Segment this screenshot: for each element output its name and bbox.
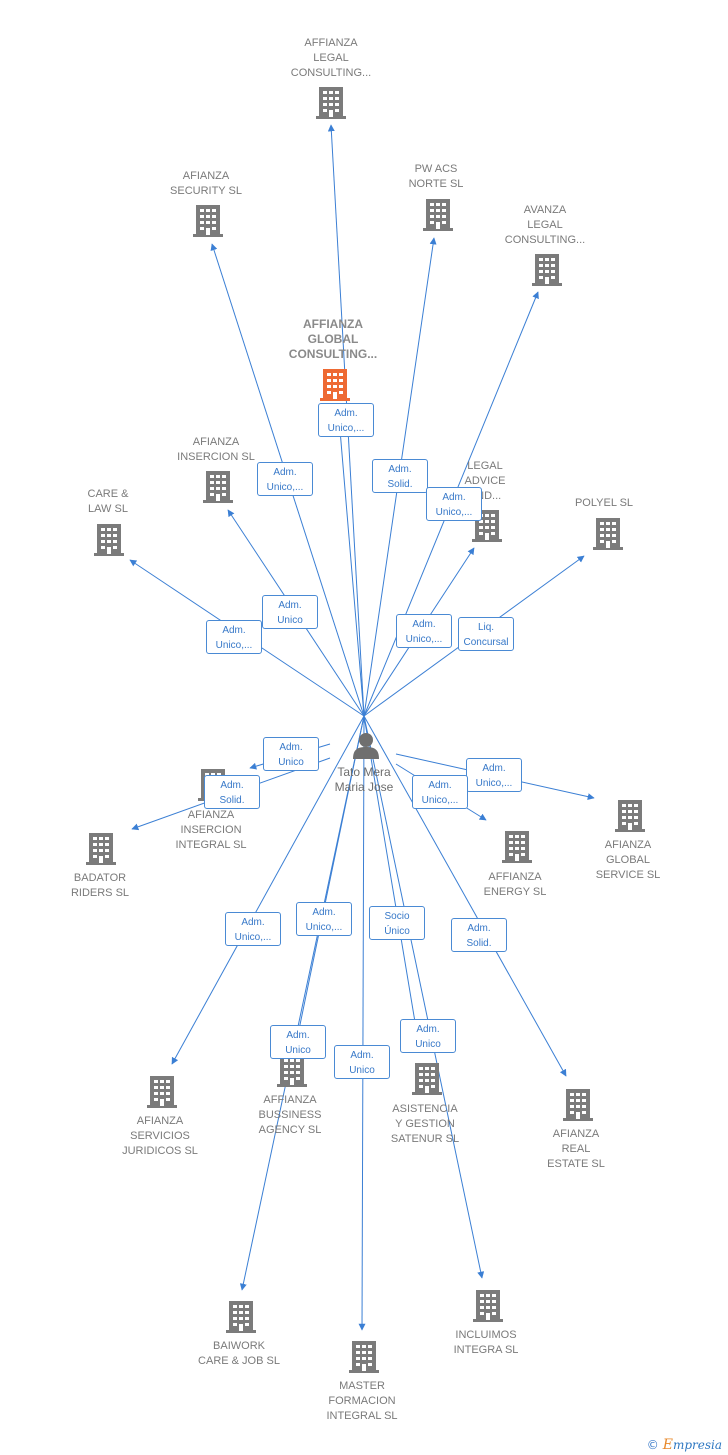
relation-tag[interactable]: Adm. Unico,...: [466, 758, 522, 792]
edge-incluimos-integra: [363, 715, 485, 1279]
company-label-pw-acs-norte[interactable]: PW ACS NORTE SL: [408, 163, 464, 190]
building-icon[interactable]: [226, 1301, 256, 1333]
edge-affianza-global-consulting: [335, 405, 365, 717]
relation-tag[interactable]: Adm. Unico: [263, 737, 319, 771]
company-label-polyel[interactable]: POLYEL SL: [574, 497, 634, 509]
relation-tag[interactable]: Adm. Unico,...: [225, 912, 281, 946]
company-label-incluimos-integra[interactable]: INCLUIMOS INTEGRA SL: [453, 1329, 519, 1356]
relation-tag[interactable]: Adm. Unico: [270, 1025, 326, 1059]
building-icon[interactable]: [423, 199, 453, 231]
relation-tag[interactable]: Adm. Unico: [400, 1019, 456, 1053]
relation-tag[interactable]: Adm. Unico,...: [318, 403, 374, 437]
relation-tag[interactable]: Adm. Unico: [334, 1045, 390, 1079]
building-icon[interactable]: [473, 1290, 503, 1322]
relation-tag[interactable]: Adm. Unico,...: [396, 614, 452, 648]
building-icon[interactable]: [203, 471, 233, 503]
building-icon[interactable]: [593, 518, 623, 550]
relation-tag[interactable]: Liq. Concursal: [458, 617, 514, 651]
building-icon[interactable]: [86, 833, 116, 865]
brand-name: mpresia: [672, 1438, 722, 1452]
edge-baiwork-care-job: [239, 715, 365, 1291]
relation-tag[interactable]: Adm. Unico,...: [296, 902, 352, 936]
copyright-symbol: ©: [646, 1438, 659, 1452]
edge-master-formacion-integral: [358, 715, 366, 1331]
company-label-affianza-legal-consulting[interactable]: AFFIANZA LEGAL CONSULTING...: [290, 37, 372, 79]
building-icon[interactable]: [349, 1341, 379, 1373]
building-icon[interactable]: [94, 524, 124, 556]
company-label-badator-riders[interactable]: BADATOR RIDERS SL: [70, 872, 130, 899]
company-label-affianza-bussiness-agency[interactable]: AFFIANZA BUSSINESS AGENCY SL: [258, 1094, 322, 1136]
brand-initial: E: [662, 1437, 673, 1453]
building-icon[interactable]: [412, 1063, 442, 1095]
building-icon[interactable]: [147, 1076, 177, 1108]
building-icon[interactable]: [277, 1055, 307, 1087]
company-label-care-law[interactable]: CARE & LAW SL: [87, 488, 129, 515]
person-icon: [353, 733, 379, 759]
building-icon[interactable]: [193, 205, 223, 237]
building-icon[interactable]: [320, 369, 350, 401]
company-label-master-formacion-integral[interactable]: MASTER FORMACION INTEGRAL SL: [326, 1380, 398, 1422]
footer-brand: ©Empresia: [647, 1437, 722, 1453]
building-icon[interactable]: [615, 800, 645, 832]
relation-tag[interactable]: Adm. Unico,...: [257, 462, 313, 496]
edge-afianza-servicios-juridicos: [171, 715, 365, 1065]
relation-tag[interactable]: Adm. Unico: [262, 595, 318, 629]
edge-asistencia-gestion-satenur: [363, 715, 423, 1053]
relation-tag[interactable]: Adm. Solid.: [204, 775, 260, 809]
company-label-avanza-legal-consulting[interactable]: AVANZA LEGAL CONSULTING...: [504, 204, 586, 246]
building-icon[interactable]: [316, 87, 346, 119]
building-icon[interactable]: [563, 1089, 593, 1121]
company-label-afianza-real-estate[interactable]: AFIANZA REAL ESTATE SL: [547, 1128, 605, 1170]
company-label-afianza-servicios-juridicos[interactable]: AFIANZA SERVICIOS JURIDICOS SL: [122, 1115, 198, 1157]
company-label-asistencia-gestion-satenur[interactable]: ASISTENCIA Y GESTION SATENUR SL: [390, 1103, 460, 1145]
relation-tag[interactable]: Adm. Solid.: [451, 918, 507, 952]
edge-afianza-real-estate: [363, 715, 567, 1077]
relation-tag[interactable]: Adm. Unico,...: [412, 775, 468, 809]
company-label-baiwork-care-job[interactable]: BAIWORK CARE & JOB SL: [198, 1340, 280, 1367]
company-label-afianza-insercion-integral[interactable]: AFIANZA INSERCION INTEGRAL SL: [175, 809, 247, 851]
company-label-affianza-global-consulting[interactable]: AFFIANZA GLOBAL CONSULTING...: [288, 317, 378, 361]
person-name[interactable]: Tato Mera Maria Jose: [334, 765, 394, 794]
building-icon[interactable]: [502, 831, 532, 863]
company-label-afianza-global-service[interactable]: AFIANZA GLOBAL SERVICE SL: [595, 839, 661, 881]
building-icon[interactable]: [532, 254, 562, 286]
relation-tag[interactable]: Socio Único: [369, 906, 425, 940]
company-label-affianza-energy[interactable]: AFFIANZA ENERGY SL: [483, 871, 547, 898]
relation-tag[interactable]: Adm. Unico,...: [426, 487, 482, 521]
company-label-afianza-insercion[interactable]: AFIANZA INSERCION SL: [177, 436, 255, 463]
relation-tag[interactable]: Adm. Unico,...: [206, 620, 262, 654]
relation-tag[interactable]: Adm. Solid.: [372, 459, 428, 493]
company-label-afianza-security[interactable]: AFIANZA SECURITY SL: [170, 170, 242, 197]
